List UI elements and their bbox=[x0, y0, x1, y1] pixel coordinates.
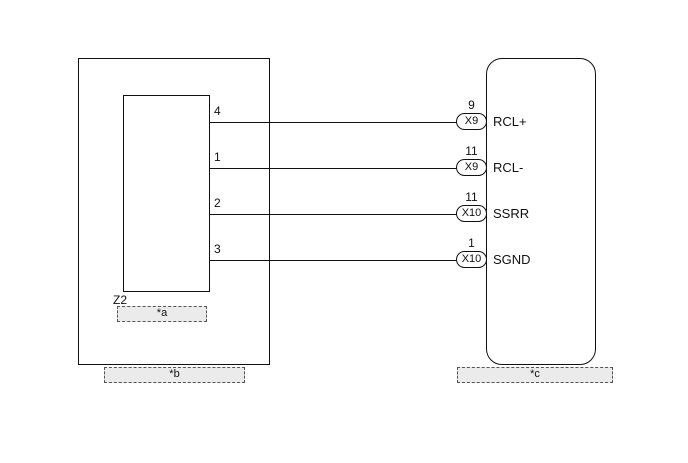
wire-line bbox=[210, 214, 458, 215]
connector-pill: X10 bbox=[456, 251, 487, 268]
note-a-label: *a bbox=[156, 307, 168, 319]
connector-body-box bbox=[486, 58, 596, 365]
note-b-box: *b bbox=[104, 367, 245, 383]
left-pin-number: 3 bbox=[214, 242, 221, 256]
note-a-box: *a bbox=[117, 306, 207, 322]
signal-label: SSRR bbox=[493, 206, 530, 221]
wire-line bbox=[210, 168, 458, 169]
right-pin-number: 9 bbox=[468, 98, 475, 112]
right-pin-number: 1 bbox=[468, 236, 475, 250]
right-pin-number: 11 bbox=[465, 190, 478, 204]
signal-label: RCL+ bbox=[493, 114, 527, 129]
right-pin-number: 11 bbox=[465, 144, 478, 158]
component-z2-box bbox=[123, 95, 210, 292]
wire-line bbox=[210, 260, 458, 261]
signal-label: SGND bbox=[493, 252, 531, 267]
left-pin-number: 2 bbox=[214, 196, 221, 210]
component-label: Z2 bbox=[113, 293, 128, 307]
note-b-label: *b bbox=[169, 368, 180, 380]
note-c-label: *c bbox=[530, 368, 540, 380]
connector-pill: X10 bbox=[456, 205, 487, 222]
signal-label: RCL- bbox=[493, 160, 524, 175]
left-pin-number: 4 bbox=[214, 104, 221, 118]
wire-line bbox=[210, 122, 458, 123]
left-pin-number: 1 bbox=[214, 150, 221, 164]
note-c-box: *c bbox=[457, 367, 613, 383]
connector-pill: X9 bbox=[456, 159, 487, 176]
connector-pill: X9 bbox=[456, 113, 487, 130]
